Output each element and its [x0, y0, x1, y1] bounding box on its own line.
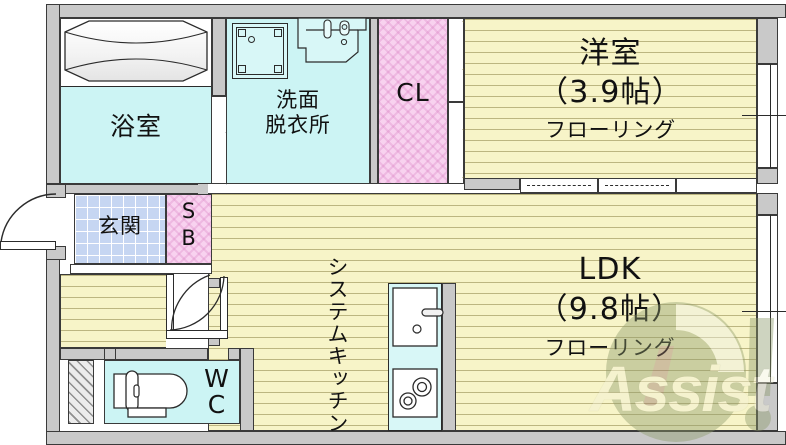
pan-foot-tr — [274, 29, 282, 37]
closet-door-track-lower[interactable] — [448, 102, 464, 184]
sliding-partition-dash-1 — [527, 185, 591, 186]
bedroom-window-sill-line — [742, 115, 786, 117]
ldk-door-leaf[interactable] — [166, 330, 228, 339]
wall-bedroom-right-upper — [757, 18, 778, 64]
sliding-partition-dash-2 — [605, 185, 669, 186]
pan-foot-br — [274, 65, 282, 73]
bathtub-icon — [64, 20, 208, 82]
stove-two-burner-icon — [392, 368, 438, 418]
sliding-partition-pocket[interactable] — [676, 178, 757, 193]
pan-foot-tl — [238, 29, 246, 37]
wall-hall-top — [60, 184, 208, 194]
wall-washroom-closet — [370, 18, 378, 184]
outer-wall-left-lower — [46, 254, 60, 445]
wall-ldk-right-lower — [757, 383, 778, 431]
toilet-icon — [113, 370, 188, 418]
wall-ldk-right-upper — [757, 193, 778, 215]
bathtub-divider — [61, 86, 211, 88]
wall-bath-washroom — [212, 18, 226, 96]
room-ldk — [208, 193, 757, 431]
ldk-door-swing-arc-icon — [169, 275, 225, 331]
room-closet — [378, 18, 448, 184]
room-shoebox — [166, 194, 212, 264]
pan-foot-bl — [238, 65, 246, 73]
wall-bedroom-right-lower — [757, 168, 778, 184]
closet-door-track-upper[interactable] — [448, 18, 464, 102]
pan-drain-icon — [248, 36, 255, 43]
hall-ldk-door-swing-icon — [170, 274, 211, 337]
entrance-door-panel[interactable] — [0, 241, 56, 250]
wall-kitchen-back — [442, 283, 456, 431]
wall-hall-right-upper — [198, 184, 208, 194]
ldk-balcony-sliding-door[interactable] — [757, 215, 778, 383]
room-genkan — [74, 194, 166, 264]
wall-wc-top — [60, 348, 208, 360]
door-jamb-hall-left — [208, 278, 220, 288]
wc-door-jamb-left — [104, 348, 116, 360]
outer-wall-bottom — [46, 431, 786, 445]
wall-wc-right — [240, 348, 254, 431]
meter-box-hatch — [68, 360, 94, 424]
ldk-balcony-door-mullion — [770, 215, 772, 383]
entrance-door-swing-icon — [0, 193, 57, 243]
ldk-balcony-sill-line — [742, 311, 786, 313]
kitchen-sink-icon — [392, 287, 444, 347]
genkan-step — [70, 264, 212, 274]
vanity-sink-icon — [297, 18, 367, 63]
outer-wall-left-upper — [46, 4, 60, 184]
room-bedroom — [464, 18, 757, 184]
wall-bedroom-ldk-left — [464, 178, 520, 190]
wc-door-jamb-right — [228, 348, 240, 360]
